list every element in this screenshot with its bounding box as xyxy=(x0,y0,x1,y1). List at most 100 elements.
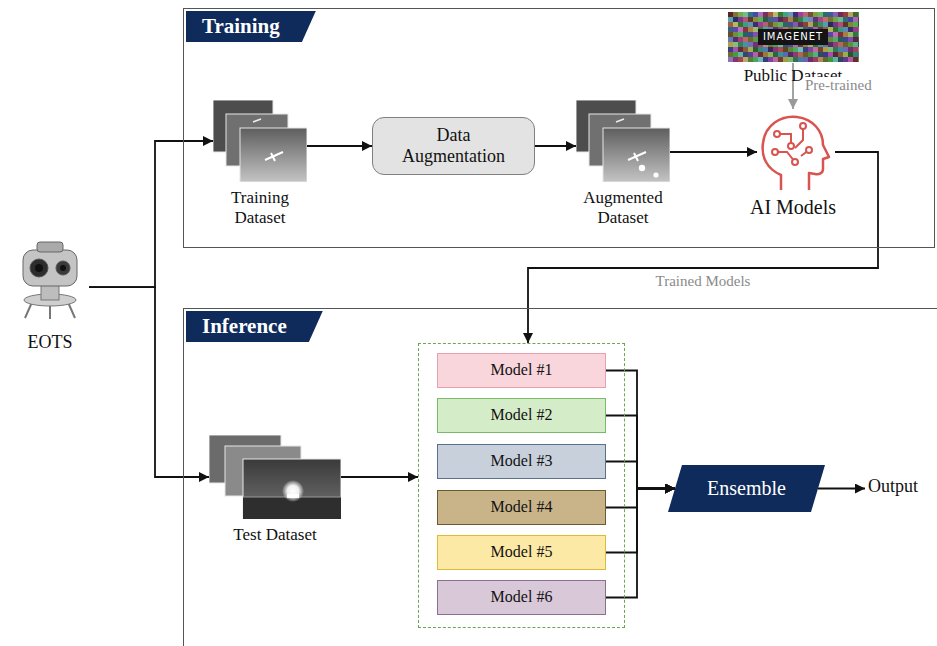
image-mosaic xyxy=(768,12,773,17)
image-mosaic xyxy=(773,52,778,57)
image-mosaic xyxy=(823,12,828,17)
image-mosaic xyxy=(733,42,738,47)
image-mosaic xyxy=(843,37,848,42)
augment-dot xyxy=(639,165,645,171)
image-mosaic xyxy=(793,22,798,27)
image-mosaic xyxy=(768,57,773,62)
image-mosaic xyxy=(803,12,808,17)
ensemble-box: Ensemble xyxy=(668,465,825,512)
ensemble-label: Ensemble xyxy=(707,477,786,500)
image-mosaic xyxy=(743,32,748,37)
image-mosaic xyxy=(758,52,763,57)
connector xyxy=(535,145,576,147)
image-mosaic xyxy=(738,22,743,27)
circuit-node xyxy=(774,131,780,137)
process-label: Data Augmentation xyxy=(396,125,511,166)
image-mosaic xyxy=(833,37,838,42)
circuit-node xyxy=(772,149,778,155)
image-mosaic xyxy=(768,47,773,52)
image-mosaic xyxy=(788,52,793,57)
image-mosaic xyxy=(798,17,803,22)
image-mosaic xyxy=(753,32,758,37)
image-mosaic xyxy=(843,22,848,27)
image-mosaic xyxy=(828,12,833,17)
image-mosaic xyxy=(853,52,858,57)
image-mosaic xyxy=(788,22,793,27)
image-mosaic xyxy=(773,17,778,22)
panel-tab: Training xyxy=(186,11,316,42)
image-mosaic xyxy=(728,17,733,22)
image-mosaic xyxy=(753,47,758,52)
dataset-images xyxy=(209,435,341,519)
dataset-label: Augmented Dataset xyxy=(576,188,671,227)
image-mosaic xyxy=(843,42,848,47)
image-mosaic xyxy=(748,27,753,32)
image-mosaic xyxy=(733,12,738,17)
image-mosaic xyxy=(753,57,758,62)
image-mosaic xyxy=(728,22,733,27)
image-mosaic xyxy=(793,52,798,57)
connector xyxy=(307,145,372,147)
image-mosaic xyxy=(818,22,823,27)
image-mosaic xyxy=(808,12,813,17)
image-mosaic xyxy=(763,22,768,27)
image-mosaic xyxy=(858,47,859,52)
dataset-label: Training Dataset xyxy=(213,188,308,227)
image-mosaic xyxy=(833,12,838,17)
image-mosaic xyxy=(738,52,743,57)
dataset-stack: Augmented Dataset xyxy=(568,100,678,227)
image-mosaic xyxy=(793,47,798,52)
image-mosaic xyxy=(783,12,788,17)
image-mosaic xyxy=(763,57,768,62)
image-mosaic xyxy=(833,32,838,37)
image-mosaic xyxy=(858,32,859,37)
image-mosaic xyxy=(743,27,748,32)
image-mosaic xyxy=(753,52,758,57)
image-frame xyxy=(240,128,307,182)
image-mosaic xyxy=(833,27,838,32)
image-mosaic xyxy=(848,57,853,62)
image-mosaic xyxy=(733,22,738,27)
image-mosaic xyxy=(823,57,828,62)
image-mosaic xyxy=(848,17,853,22)
image-mosaic xyxy=(828,22,833,27)
panel-title: Training xyxy=(202,14,280,38)
image-mosaic xyxy=(848,32,853,37)
image-mosaic xyxy=(848,12,853,17)
image-mosaic xyxy=(798,52,803,57)
image-mosaic xyxy=(838,22,843,27)
image-mosaic xyxy=(763,17,768,22)
edge-label: Trained Models xyxy=(654,273,753,290)
image-mosaic xyxy=(773,57,778,62)
image-mosaic xyxy=(848,47,853,52)
image-mosaic xyxy=(808,22,813,27)
model-label: Model #5 xyxy=(491,543,553,561)
model-label: AI Models xyxy=(750,196,836,219)
image-mosaic xyxy=(843,52,848,57)
image-mosaic xyxy=(758,57,763,62)
image-mosaic xyxy=(748,12,753,17)
image-mosaic xyxy=(743,42,748,47)
image-mosaic xyxy=(788,47,793,52)
public-dataset: IMAGENETPublic Dataset xyxy=(715,12,871,86)
image-mosaic xyxy=(773,12,778,17)
turret-body xyxy=(23,250,77,286)
image-mosaic xyxy=(753,22,758,27)
image-mosaic xyxy=(738,12,743,17)
image-mosaic xyxy=(848,27,853,32)
aircraft-mark xyxy=(253,119,261,122)
image-mosaic xyxy=(838,32,843,37)
image-mosaic xyxy=(768,52,773,57)
image-mosaic xyxy=(743,52,748,57)
image-mosaic xyxy=(773,22,778,27)
model-label: Model #2 xyxy=(491,406,553,424)
aircraft-mark xyxy=(628,152,646,161)
image-mosaic xyxy=(813,57,818,62)
image-mosaic xyxy=(853,47,858,52)
image-mosaic xyxy=(788,57,793,62)
image-mosaic xyxy=(848,52,853,57)
image-mosaic xyxy=(803,57,808,62)
circuit-lines xyxy=(775,126,809,162)
image-mosaic xyxy=(848,42,853,47)
image-mosaic xyxy=(758,12,763,17)
